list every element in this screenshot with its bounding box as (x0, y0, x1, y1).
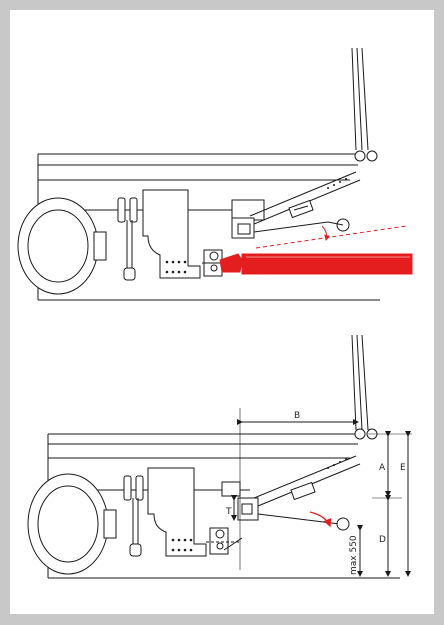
trailer-coupling-diagram: B A E D T max 550 (17, 47, 413, 579)
top-view (17, 47, 413, 301)
bottom-view (27, 334, 412, 579)
lift-arm-stowed (249, 150, 378, 233)
tail-panel-edge (351, 47, 357, 151)
figure-frame: B A E D T max 550 (10, 10, 434, 614)
angle-dash-red (255, 225, 407, 249)
dim-label-D: D (379, 535, 386, 545)
angle-arrow-red (321, 225, 331, 241)
dim-label-B: B (294, 411, 300, 421)
arm-housing (231, 199, 265, 221)
handle-lever (117, 197, 138, 281)
dim-label-max: max 550 (349, 535, 359, 575)
drawbar-red (219, 253, 413, 275)
wheel (17, 197, 107, 295)
dim-label-A: A (379, 463, 386, 473)
swing-arrow-red (309, 511, 332, 528)
mount-plate (142, 189, 201, 279)
dim-label-E: E (400, 463, 406, 473)
dim-label-T: T (225, 507, 232, 517)
